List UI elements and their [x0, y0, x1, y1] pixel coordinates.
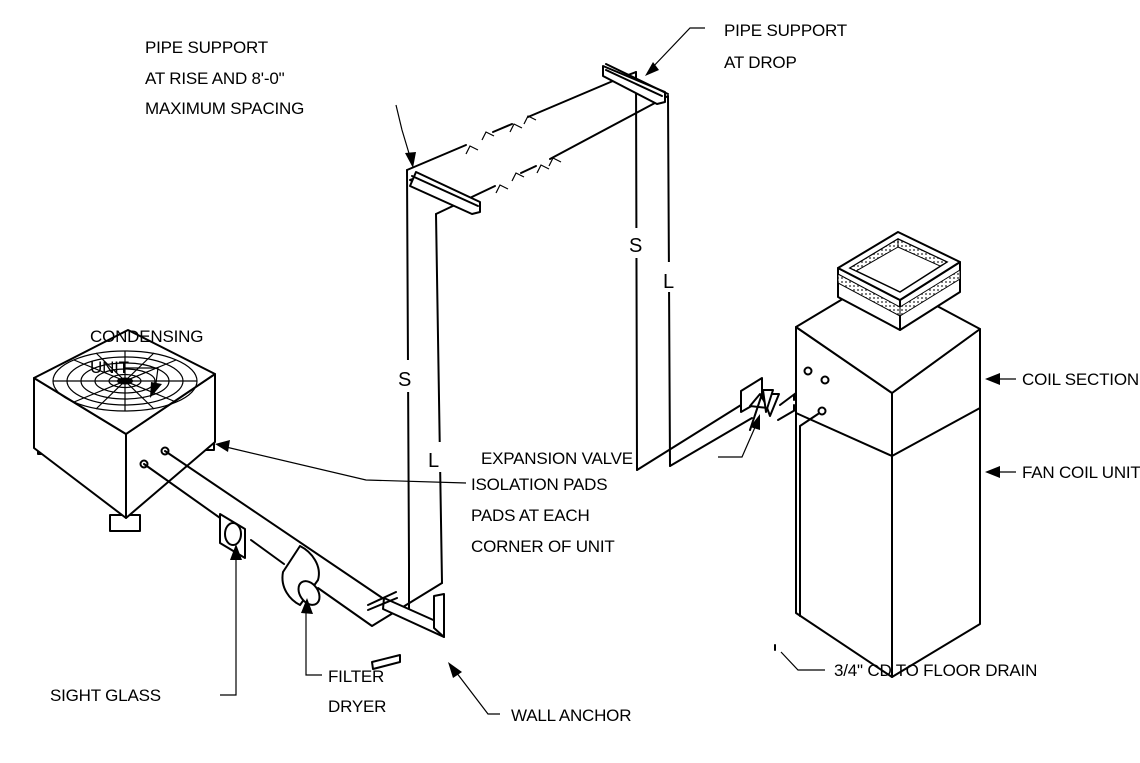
pipe-support-rise-label-3: MAXIMUM SPACING: [145, 99, 304, 118]
condensing-unit-label-2: UNIT: [90, 358, 129, 377]
expansion-valve-label: EXPANSION VALVE: [481, 449, 633, 468]
coil-section-label: COIL SECTION: [1022, 370, 1139, 389]
leader-lines: [125, 27, 1016, 715]
expansion-valve: [740, 377, 780, 431]
wall-anchor-label: WALL ANCHOR: [511, 706, 631, 725]
condensate-drain-label: 3/4" CD TO FLOOR DRAIN: [834, 661, 1037, 680]
liquid-label-right: L: [663, 271, 674, 293]
fan-grille-icon: [52, 350, 198, 412]
condensing-unit: [33, 329, 216, 532]
condensing-unit-label-1: CONDENSING: [90, 327, 203, 346]
filter-dryer-label-2: DRYER: [328, 697, 386, 716]
suction-label-left: S: [398, 369, 411, 391]
pipe-support-rise-label-2: AT RISE AND 8'-0": [145, 69, 285, 88]
pipe-support-rise: [409, 171, 481, 215]
sight-glass-label: SIGHT GLASS: [50, 686, 161, 705]
pipe-support-rise-label-1: PIPE SUPPORT: [145, 38, 268, 57]
fcu-connection: [817, 406, 827, 416]
isolation-pads-label-1: ISOLATION PADS: [471, 475, 607, 494]
pipe-support-drop: [602, 63, 669, 105]
filter-dryer-label-1: FILTER: [328, 667, 384, 686]
liquid-label-left: L: [428, 450, 439, 472]
pipe-support-drop-label-2: AT DROP: [724, 53, 797, 72]
text-labels: PIPE SUPPORT AT RISE AND 8'-0" MAXIMUM S…: [50, 21, 1140, 725]
fcu-connection: [820, 375, 830, 385]
suction-label-right: S: [629, 235, 642, 257]
filter-dryer: [281, 545, 321, 606]
pipe-labels: S L S L: [396, 228, 680, 472]
pipe-support-drop-label-1: PIPE SUPPORT: [724, 21, 847, 40]
isolation-pads-label-3: CORNER OF UNIT: [471, 537, 615, 556]
isolation-pads-label-2: PADS AT EACH: [471, 506, 590, 525]
fcu-connection: [803, 366, 813, 376]
fan-coil-unit: [774, 231, 981, 678]
sight-glass: [219, 513, 246, 559]
fan-coil-unit-label: FAN COIL UNIT: [1022, 463, 1140, 482]
wall-anchor: [367, 591, 445, 670]
